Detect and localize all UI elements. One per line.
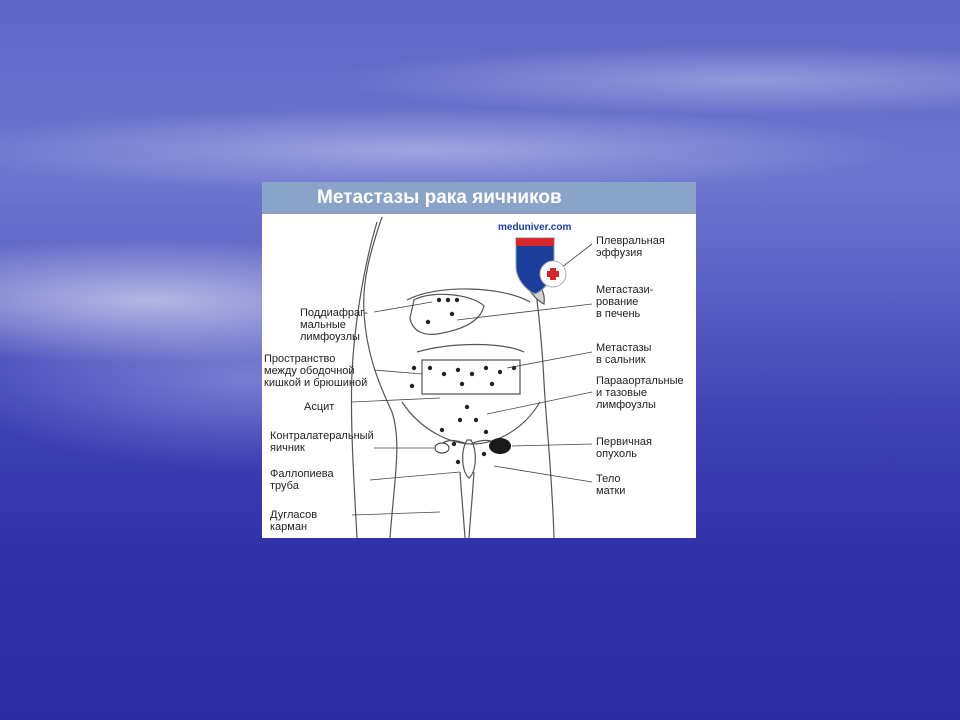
- label-omentum-metastasis: Метастазы в сальник: [596, 342, 652, 366]
- label-fallopian-tube: Фаллопиева труба: [270, 468, 334, 492]
- colon-top: [416, 343, 525, 353]
- figure-title-bar: Метастазы рака яичников: [262, 182, 696, 214]
- label-pleural-effusion: Плевральная эффузия: [596, 235, 665, 259]
- left-arm: [350, 221, 378, 538]
- liver-shape: [409, 293, 485, 335]
- colon-shape: [421, 359, 521, 395]
- inner-leg-right: [468, 471, 475, 538]
- label-ascites: Асцит: [304, 401, 335, 413]
- body-outline-left: [363, 216, 398, 538]
- uterus-shape: [462, 439, 476, 479]
- label-douglas-pouch: Дугласов карман: [270, 509, 318, 533]
- label-uterus-body: Тело матки: [596, 473, 626, 497]
- contralateral-ovary: [434, 442, 450, 454]
- label-subdiaphragm-nodes: Поддиафраг- мальные лимфоузлы: [300, 307, 368, 343]
- diaphragm-line: [406, 288, 531, 303]
- label-primary-tumor: Первичная опухоль: [596, 436, 653, 460]
- diagram-figure: Метастазы рака яичников: [262, 182, 696, 538]
- primary-tumor: [489, 438, 511, 454]
- label-liver-metastasis: Метастази- рование в печень: [596, 284, 654, 320]
- figure-title: Метастазы рака яичников: [317, 187, 562, 208]
- label-paraaortic-nodes: Парааортальные и тазовые лимфоузлы: [596, 375, 684, 411]
- meduniver-logo: [515, 237, 567, 295]
- inner-leg-left: [459, 471, 466, 538]
- watermark-text: meduniver.com: [498, 222, 572, 233]
- body-illustration: [350, 216, 593, 538]
- label-paracolic-space: Пространство между ободочной кишкой и бр…: [264, 353, 368, 389]
- pelvis-shape: [401, 401, 541, 445]
- label-contralateral-ovary: Контралатеральный яичник: [270, 430, 374, 454]
